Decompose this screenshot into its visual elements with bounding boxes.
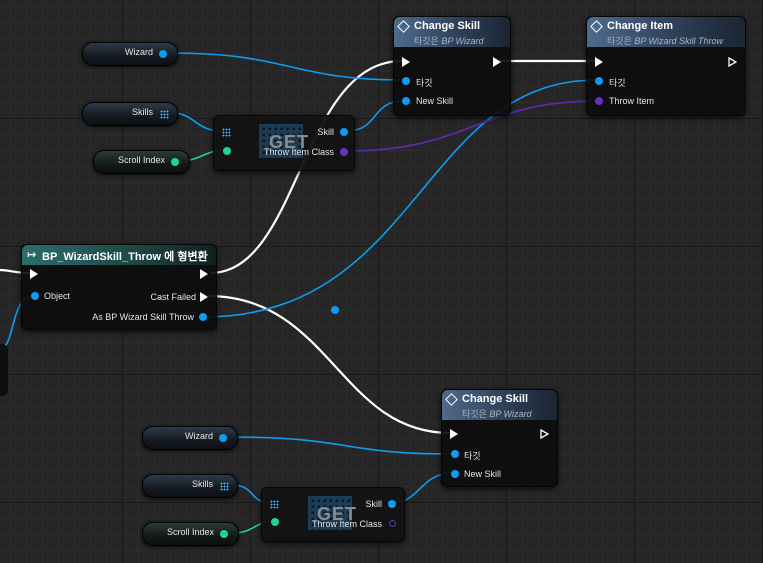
object-wire-wizard-to-target-top — [169, 52, 405, 81]
skills-variable-top[interactable]: Skills — [82, 102, 178, 126]
get-skill-output-pin[interactable] — [340, 128, 348, 136]
as-output-label: As BP Wizard Skill Throw — [92, 312, 194, 322]
change-skill-title: Change Skill — [462, 393, 529, 405]
get-node-top[interactable]: GET Skill Throw Item Class — [213, 115, 355, 171]
cast-failed-label: Cast Failed — [150, 292, 196, 302]
change-skill-node-top[interactable]: Change Skill 타깃은 BP Wizard 타깃 New Skill — [393, 16, 511, 116]
wizard-output-pin[interactable] — [159, 50, 167, 58]
scroll-index-variable-top[interactable]: Scroll Index — [93, 150, 190, 174]
get-array-input-pin[interactable] — [222, 128, 231, 137]
get-array-input-pin[interactable] — [270, 500, 279, 509]
get-skill-output-label: Skill — [317, 127, 334, 137]
get-node-watermark — [259, 124, 303, 158]
exec-input-pin[interactable] — [30, 269, 38, 279]
change-skill-subtitle: 타깃은 BP Wizard — [414, 36, 484, 46]
skills-variable-label: Skills — [131, 107, 153, 117]
get-index-input-pin[interactable] — [271, 518, 279, 526]
wizard-output-pin[interactable] — [219, 434, 227, 442]
change-item-header: Change Item 타깃은 BP Wizard Skill Throw — [587, 17, 745, 47]
wizard-variable-bottom[interactable]: Wizard — [142, 426, 238, 450]
exec-output-pin[interactable] — [728, 57, 737, 67]
wizard-variable-label: Wizard — [184, 431, 213, 441]
reroute-knot — [331, 306, 339, 314]
cast-header: ↦ BP_WizardSkill_Throw 에 형변환 — [22, 245, 216, 265]
scroll-index-variable-bottom[interactable]: Scroll Index — [142, 522, 239, 546]
cast-failed-output-pin[interactable] — [200, 292, 208, 302]
get-node-watermark — [308, 496, 352, 530]
get-class-output-label: Throw Item Class — [263, 147, 334, 157]
cast-node[interactable]: ↦ BP_WizardSkill_Throw 에 형변환 Object Cast… — [21, 244, 217, 330]
throw-item-input-label: Throw Item — [609, 96, 655, 106]
exec-then-output-pin[interactable] — [200, 269, 208, 279]
get-index-input-pin[interactable] — [223, 147, 231, 155]
function-icon — [397, 20, 410, 33]
function-icon — [445, 393, 458, 406]
offscreen-node-fragment — [0, 344, 8, 396]
function-icon — [590, 20, 603, 33]
new-skill-input-label: New Skill — [464, 469, 502, 479]
object-wire-wizard-to-target-bottom — [229, 436, 454, 455]
throw-item-input-pin[interactable] — [595, 97, 603, 105]
change-skill-header: Change Skill 타깃은 BP Wizard — [442, 390, 557, 420]
new-skill-input-pin[interactable] — [451, 470, 459, 478]
exec-wire-cast-failed-to-change-skill — [207, 294, 451, 435]
target-input-pin[interactable] — [451, 450, 459, 458]
get-node-bottom[interactable]: GET Skill Throw Item Class — [261, 487, 405, 542]
skills-array-pin[interactable] — [160, 110, 169, 119]
wizard-variable-label: Wizard — [124, 47, 153, 57]
exec-output-pin[interactable] — [540, 429, 549, 439]
change-skill-title: Change Skill — [414, 20, 481, 32]
target-input-label: 타깃 — [416, 78, 433, 88]
target-input-pin[interactable] — [402, 77, 410, 85]
change-item-title: Change Item — [607, 20, 674, 32]
get-skill-output-pin[interactable] — [388, 500, 396, 508]
change-skill-node-bottom[interactable]: Change Skill 타깃은 BP Wizard 타깃 New Skill — [441, 389, 558, 487]
object-input-label: Object — [44, 291, 71, 301]
scroll-index-output-pin[interactable] — [171, 158, 179, 166]
get-node-title: GET — [317, 504, 358, 524]
new-skill-input-label: New Skill — [416, 96, 454, 106]
get-skill-output-label: Skill — [365, 499, 382, 509]
skills-variable-label: Skills — [191, 479, 213, 489]
get-class-output-pin-unconnected[interactable] — [389, 520, 396, 527]
skills-array-pin[interactable] — [220, 482, 229, 491]
change-item-subtitle: 타깃은 BP Wizard Skill Throw — [607, 36, 723, 46]
exec-output-pin[interactable] — [493, 57, 501, 67]
scroll-index-label: Scroll Index — [117, 155, 165, 165]
get-class-output-label: Throw Item Class — [311, 519, 382, 529]
wizard-variable-top[interactable]: Wizard — [82, 42, 178, 66]
exec-input-pin[interactable] — [450, 429, 458, 439]
get-node-title: GET — [269, 132, 310, 152]
cast-title: BP_WizardSkill_Throw 에 형변환 — [42, 251, 208, 263]
change-skill-subtitle: 타깃은 BP Wizard — [462, 409, 532, 419]
object-input-pin[interactable] — [31, 292, 39, 300]
exec-input-pin[interactable] — [402, 57, 410, 67]
target-input-label: 타깃 — [464, 451, 481, 461]
scroll-index-output-pin[interactable] — [220, 530, 228, 538]
skills-variable-bottom[interactable]: Skills — [142, 474, 238, 498]
get-class-output-pin[interactable] — [340, 148, 348, 156]
new-skill-input-pin[interactable] — [402, 97, 410, 105]
target-input-label: 타깃 — [609, 78, 626, 88]
cast-arrow-icon: ↦ — [27, 249, 37, 261]
change-item-node[interactable]: Change Item 타깃은 BP Wizard Skill Throw 타깃… — [586, 16, 746, 116]
as-output-pin[interactable] — [199, 313, 207, 321]
scroll-index-label: Scroll Index — [166, 527, 214, 537]
target-input-pin[interactable] — [595, 77, 603, 85]
change-skill-header: Change Skill 타깃은 BP Wizard — [394, 17, 510, 47]
exec-input-pin[interactable] — [595, 57, 603, 67]
